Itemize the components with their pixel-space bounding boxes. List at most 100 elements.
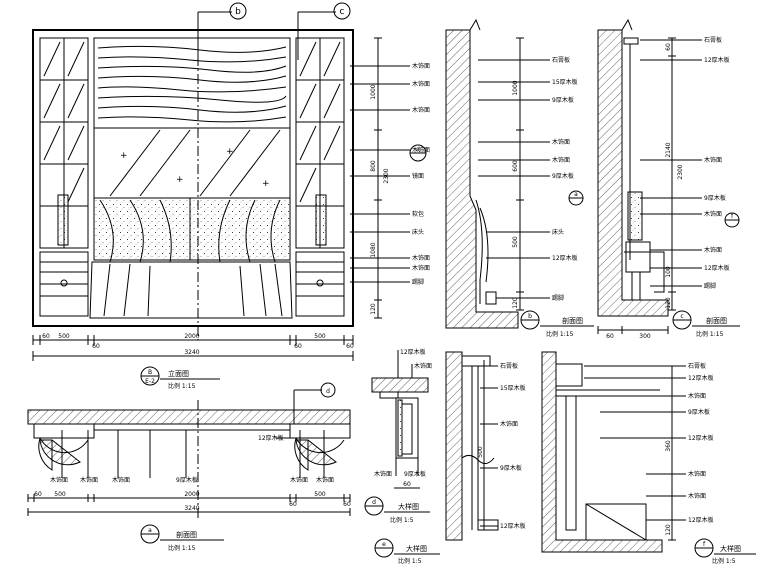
svg-text:+: + [120,151,128,161]
elev-label-7: 床头 [412,228,424,236]
callout-b: b [235,7,241,17]
plan-callout-d-bubble [320,382,336,398]
sec-b-dim-3: 500 [512,236,519,248]
elevation-view: + + + + [32,2,430,390]
elevation-leaders: 木饰面 木饰面 木饰面 木饰面 镜面 软包 床头 木饰面 木饰面 踢脚 [350,62,430,286]
detail-f-view: 石膏板 12厚木板 木饰面 9厚木板 12厚木板 木饰面 木饰面 12厚木板 3… [541,351,756,565]
plan-callout-d: d [326,388,330,395]
sec-c-label-3: 木饰面 [704,156,722,164]
headboard [93,197,291,263]
sec-c-label-2: 12厚木板 [704,56,730,64]
title-detail-e: 大样图 [406,544,427,553]
detail-f-dim-2: 120 [665,524,672,536]
detail-f-dim-1: 360 [665,440,672,452]
title-detail-f-scale: 比例 1:5 [712,557,736,565]
elev-label-4: 木饰面 [412,146,430,154]
title-plan: 剖面图 [176,530,197,539]
sec-b-label-9: 踢脚 [552,294,564,302]
title-sec-b: 剖面图 [562,316,583,325]
sec-b-label-4: 木饰面 [552,138,570,146]
left-cabinet [39,37,89,317]
svg-text:+: + [262,179,270,189]
sec-c-dim-3: 2300 [677,164,684,179]
detail-e-label-4: 9厚木板 [500,464,522,472]
detail-d-label-2: 木饰面 [414,362,432,370]
title-b-sheet: E-2 [145,378,155,385]
elev-label-6: 软包 [412,210,424,218]
title-detail-d: 大样图 [398,502,419,511]
title-sec-b-scale: 比例 1:15 [546,330,574,338]
title-plan-marker: a [148,527,152,534]
title-detail-f: 大样图 [720,544,741,553]
detail-f-label-6: 木饰面 [688,470,706,478]
title-b-scale: 比例 1:15 [168,382,196,390]
dim-right-2: 800 [370,160,377,172]
dim-right-3: 1080 [370,242,377,257]
plan-dim-4: 60 [289,501,297,508]
sec-b-dim-4: 120 [512,297,519,309]
plan-dim-3: 2000 [184,491,199,498]
title-detail-f-marker: f [703,541,706,548]
elev-label-9: 木饰面 [412,264,430,272]
detail-e-label-5: 12厚木板 [500,522,526,530]
plan-label-3: 木饰面 [80,476,98,484]
dim-right-1: 1000 [370,84,377,99]
elev-label-10: 踢脚 [412,278,424,286]
dim-total: 3240 [184,349,199,356]
plan-dim-5: 500 [314,491,326,498]
detail-f-label-1: 石膏板 [688,362,706,370]
sec-c-dim-2: 2140 [665,142,672,157]
section-mark-a: a [416,146,420,153]
right-cabinet [295,37,345,317]
sec-c-mark: f [731,213,734,220]
elev-label-8: 木饰面 [412,254,430,262]
plan-label-1: 12厚木板 [258,434,284,442]
plan-label-6: 木饰面 [290,476,308,484]
dim-bottom-1: 60 [42,333,50,340]
detail-e-label-3: 木饰面 [500,420,518,428]
detail-f-label-2: 12厚木板 [688,374,714,382]
elev-label-3: 木饰面 [412,106,430,114]
detail-f-label-3: 木饰面 [688,392,706,400]
plan-section-view: d 12厚木板 木饰面 木饰面 木饰面 9厚木板 木饰面 木饰面 60 500 … [27,382,351,552]
detail-d-dim: 60 [403,481,411,488]
sec-b-dim-1: 1000 [512,80,519,95]
sec-b-label-1: 石膏板 [552,56,570,64]
elev-label-2: 木饰面 [412,80,430,88]
dim-right-4: 120 [370,303,377,315]
dim-bottom-4: 2000 [184,333,199,340]
title-detail-e-marker: e [382,541,386,548]
sec-c-bdim-2: 300 [639,333,651,340]
detail-d-label-3: 木饰面 [374,470,392,478]
elevation-frame [32,29,354,327]
mirror-panel: + + + + [93,127,291,199]
sec-b-label-3: 9厚木板 [552,96,574,104]
svg-text:+: + [176,175,184,185]
dim-bottom-5: 60 [294,343,302,350]
sec-b-label-2: 15厚木板 [552,78,578,86]
bed-linen [89,261,293,319]
title-detail-d-scale: 比例 1:5 [390,516,414,524]
sec-b-dim-2: 600 [512,160,519,172]
plan-label-7: 木饰面 [316,476,334,484]
plan-dim-1: 60 [34,491,42,498]
plan-label-4: 木饰面 [112,476,130,484]
elev-label-5: 镜面 [412,172,424,180]
sec-c-dim-1: 60 [665,43,672,51]
wood-panel [93,37,291,129]
sec-b-label-8: 12厚木板 [552,254,578,262]
sec-c-label-6: 木饰面 [704,246,722,254]
sec-c-label-5: 木饰面 [704,210,722,218]
svg-text:+: + [226,147,234,157]
detail-e-label-1: 石膏板 [500,362,518,370]
detail-d-label-4: 9厚木板 [404,470,426,478]
detail-e-view: 石膏板 15厚木板 木饰面 9厚木板 12厚木板 500 e 大样图 比例 1:… [374,351,526,565]
detail-f-label-5: 12厚木板 [688,434,714,442]
detail-f-label-8: 12厚木板 [688,516,714,524]
section-b-view: 石膏板 15厚木板 9厚木板 木饰面 木饰面 9厚木板 床头 12厚木板 踢脚 … [445,18,594,338]
title-detail-d-marker: d [372,499,376,506]
title-sec-c: 剖面图 [706,316,727,325]
plan-label-5: 9厚木板 [176,476,198,484]
title-sec-b-marker: b [528,313,532,320]
